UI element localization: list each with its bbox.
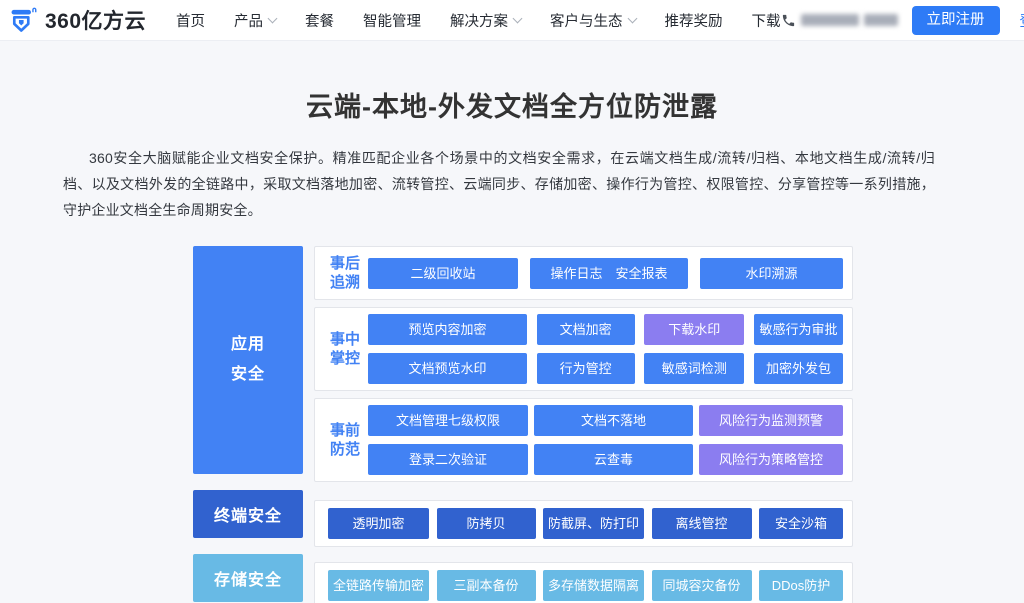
feature-chip: 防截屏、防打印	[543, 508, 644, 539]
chevron-down-icon	[267, 13, 278, 23]
top-navbar: 360亿方云 首页 产品 套餐 智能管理 解决方案 客户与生态 推荐奖励 下载 …	[0, 0, 1024, 41]
feature-chip: 加密外发包	[753, 353, 843, 384]
feature-chip: 三副本备份	[436, 570, 536, 601]
group-label: 事中掌控	[330, 331, 361, 367]
nav-item-plans[interactable]: 套餐	[305, 13, 335, 30]
nav-item-customers-ecosystem[interactable]: 客户与生态	[550, 10, 637, 31]
main-menu: 首页 产品 套餐 智能管理 解决方案 客户与生态 推荐奖励 下载	[176, 10, 781, 31]
feature-chip: 多存储数据隔离	[543, 570, 644, 601]
feature-chip: 同城容灾备份	[651, 570, 752, 601]
feature-chip: 下载水印	[644, 314, 745, 345]
feature-chip: 预览内容加密	[368, 314, 527, 345]
register-button[interactable]: 立即注册	[911, 5, 1000, 35]
group-pre-event-prevention: 事前防范 文档管理七级权限 文档不落地 风险行为监测预警 登录二次验证 云查毒 …	[314, 398, 853, 482]
page-description: 360安全大脑赋能企业文档安全保护。精准匹配企业各个场景中的文档安全需求，在云端…	[63, 150, 935, 218]
feature-chip: 离线管控	[651, 508, 752, 539]
group-label: 事后追溯	[330, 255, 361, 291]
security-diagram: 应用安全 终端安全 存储安全 事后追溯 二级回收站 操作日志 安全报表 水印溯源	[193, 246, 1024, 603]
feature-chip: 全链路传输加密	[328, 570, 429, 601]
feature-chip: 文档加密	[536, 314, 635, 345]
feature-chip: 文档不落地	[534, 405, 693, 436]
diagram-right-column: 事后追溯 二级回收站 操作日志 安全报表 水印溯源 事中掌控 预览内容加密 文档…	[314, 246, 853, 603]
feature-chip: 敏感行为审批	[753, 314, 843, 345]
feature-chip: DDos防护	[759, 570, 843, 601]
feature-chip: 敏感词检测	[644, 353, 745, 384]
masked-digits	[800, 14, 859, 26]
side-box-storage-security: 存储安全	[193, 554, 303, 602]
nav-item-referral-rewards[interactable]: 推荐奖励	[664, 13, 723, 30]
shield-logo-icon	[10, 6, 38, 34]
feature-chip: 操作日志 安全报表	[530, 257, 688, 289]
feature-chip: 安全沙箱	[759, 508, 843, 539]
login-link[interactable]: 登录	[1020, 10, 1024, 31]
feature-chip: 风险行为监测预警	[699, 405, 843, 436]
page-content: 云端-本地-外发文档全方位防泄露 360安全大脑赋能企业文档安全保护。精准匹配企…	[0, 85, 1024, 603]
nav-item-download[interactable]: 下载	[751, 13, 781, 30]
feature-chip: 水印溯源	[700, 257, 843, 289]
logo[interactable]: 360亿方云	[10, 5, 146, 35]
logo-text: 360亿方云	[45, 10, 147, 33]
phone-number-masked	[781, 13, 898, 28]
chevron-down-icon	[627, 13, 637, 23]
feature-chip: 云查毒	[534, 444, 693, 475]
diagram-left-column: 应用安全 终端安全 存储安全	[193, 246, 303, 603]
feature-chip: 行为管控	[536, 353, 635, 384]
masked-digits	[863, 14, 898, 26]
side-box-application-security: 应用安全	[193, 246, 303, 474]
feature-chip: 二级回收站	[368, 257, 518, 289]
nav-item-solutions[interactable]: 解决方案	[450, 10, 523, 31]
phone-icon	[781, 13, 796, 28]
group-post-event-tracing: 事后追溯 二级回收站 操作日志 安全报表 水印溯源	[314, 246, 853, 300]
feature-chip: 透明加密	[328, 508, 429, 539]
storage-security-row: 全链路传输加密 三副本备份 多存储数据隔离 同城容灾备份 DDos防护	[314, 562, 853, 603]
feature-chip: 文档预览水印	[368, 353, 527, 384]
side-box-terminal-security: 终端安全	[193, 490, 303, 538]
page-title: 云端-本地-外发文档全方位防泄露	[306, 92, 718, 122]
navbar-right: 立即注册 登录	[781, 5, 1024, 35]
terminal-security-row: 透明加密 防拷贝 防截屏、防打印 离线管控 安全沙箱	[314, 500, 853, 547]
chevron-down-icon	[512, 13, 523, 23]
group-label: 事前防范	[330, 422, 361, 458]
feature-chip: 风险行为策略管控	[699, 444, 843, 475]
feature-chip: 文档管理七级权限	[368, 405, 528, 436]
nav-item-smart-management[interactable]: 智能管理	[363, 13, 422, 30]
nav-item-home[interactable]: 首页	[176, 13, 206, 30]
nav-item-products[interactable]: 产品	[234, 10, 278, 31]
feature-chip: 防拷贝	[436, 508, 536, 539]
feature-chip: 登录二次验证	[368, 444, 528, 475]
group-in-process-control: 事中掌控 预览内容加密 文档加密 下载水印 敏感行为审批 文档预览水印 行为管控…	[314, 307, 853, 391]
